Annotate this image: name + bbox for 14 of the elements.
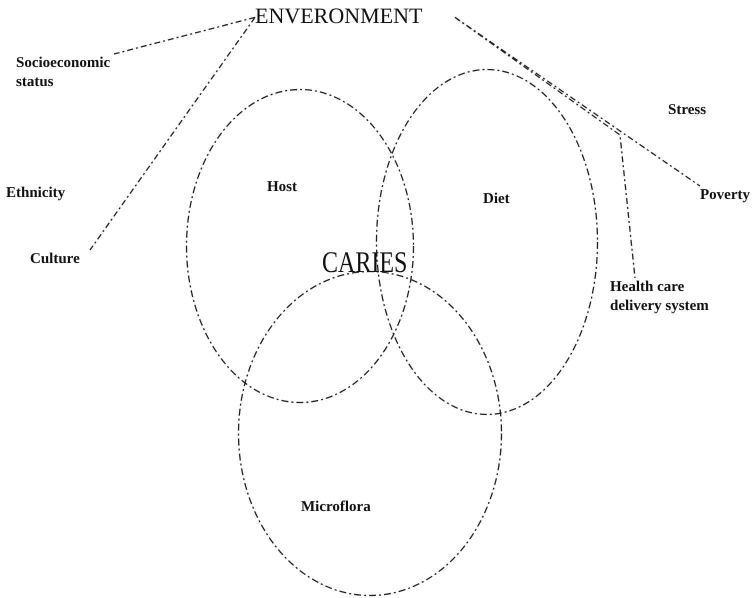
circle-label: Host — [267, 178, 297, 197]
circle-label: Microflora — [301, 498, 371, 517]
center-label: CARIES — [322, 245, 408, 281]
circle-label: Diet — [483, 190, 510, 209]
factor-label: Stress — [668, 101, 708, 120]
connector-line — [114, 16, 256, 55]
factor-label: Poverty — [700, 186, 751, 205]
factor-label: ENVERONMENT — [255, 2, 424, 30]
factor-label: Culture — [30, 250, 81, 269]
connector-line — [89, 17, 256, 250]
factor-label: Ethnicity — [6, 184, 66, 203]
connector-line — [454, 16, 636, 278]
factor-label: Socioeconomic status — [16, 54, 112, 92]
factor-label: Health care delivery system — [610, 278, 710, 316]
